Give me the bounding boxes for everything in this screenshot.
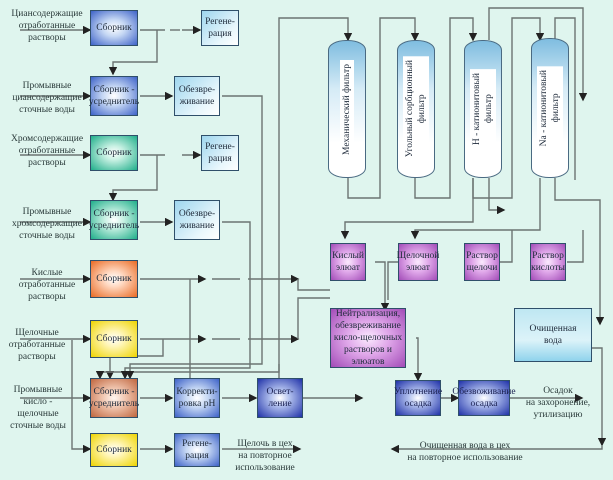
box-regeneration-cyanide: Регене- рация	[201, 10, 239, 46]
flow-line	[410, 178, 541, 240]
box-neutralization-chrome: Обезвре- живание	[174, 200, 220, 240]
box-regeneration-chrome: Регене- рация	[201, 135, 239, 171]
flow-line	[567, 230, 584, 263]
box-collector-alkali: Сборник	[90, 320, 138, 358]
box-ph-correction: Корректи- ровка рН	[174, 378, 220, 418]
box-equalizer-chrome: Сборник - усреднитель	[89, 200, 139, 240]
box-acid-solution: Раствор кислоты	[530, 243, 566, 281]
flow-line	[108, 155, 158, 202]
column-mechanical-filter: Механический фильтр	[328, 40, 366, 178]
box-equalizer-acid-alkali: Сборник - усреднитель	[89, 378, 139, 418]
flow-line	[125, 300, 263, 380]
flow-line	[500, 230, 513, 263]
column-carbon-filter: Угольный сорбционный фильтр	[397, 40, 435, 178]
flow-line	[390, 444, 603, 454]
box-collector-chrome: Сборник	[90, 135, 138, 171]
output-water-reuse-label: Очищенная вода в цех на повторное исполь…	[407, 441, 523, 463]
flow-line	[590, 347, 607, 447]
box-clean-water: Очищенная вода	[514, 308, 592, 362]
flow-line	[297, 297, 330, 339]
column-na-cation-filter: Na - катионитовый фильтр	[531, 38, 569, 178]
flow-line	[375, 261, 390, 312]
flow-line	[554, 17, 576, 180]
output-alkali-reuse-label: Щелочь в цех на повторное использование	[235, 439, 295, 473]
column-h-cation-filter: Н - катионитовый фильтр	[464, 40, 502, 178]
input-acid-spent-label: Кислые отработанные растворы	[18, 268, 76, 302]
flow-line	[297, 279, 330, 291]
box-collector-alkali-regen: Сборник	[90, 433, 138, 467]
flow-line	[554, 178, 605, 326]
box-acid-eluate: Кислый элюат	[330, 243, 366, 281]
flow-line	[340, 178, 474, 240]
box-neutralization-cyanide: Обезвре- живание	[174, 76, 220, 116]
flow-line	[347, 17, 420, 199]
flow-line	[108, 30, 158, 76]
flow-line	[413, 337, 423, 382]
flow-line	[278, 17, 353, 255]
box-equalizer-cyanide: Сборник - усреднитель	[89, 76, 139, 116]
box-sludge-dewatering: Обезвоживание осадка	[452, 380, 516, 416]
flow-line	[71, 340, 92, 454]
box-sludge-thickening: Уплотнение осадка	[394, 380, 442, 416]
input-cyanide-rinse-label: Промывные циансодержащие сточные воды	[12, 81, 82, 115]
flow-line	[120, 300, 251, 380]
input-chrome-rinse-label: Промывные хромсодержащие сточные воды	[12, 207, 82, 241]
flow-line	[387, 261, 400, 300]
input-chrome-spent-label: Хромсодержащие отработанные растворы	[10, 134, 84, 168]
flow-line	[488, 178, 506, 215]
box-regeneration-alkali: Регене- рация	[174, 433, 220, 467]
box-clarification: Освет- ление	[257, 378, 303, 418]
flow-line	[222, 221, 251, 300]
box-neutralization-main: Нейтрализация, обезвреживание кисло-щело…	[330, 308, 406, 368]
box-alkali-eluate: Щелочной элюат	[397, 243, 439, 281]
output-sludge-label: Осадок на захоронение, утилизацию	[525, 386, 591, 420]
input-acid-alkali-rinse-label: Промывные кисло - щелочные сточные воды	[10, 385, 66, 431]
flow-line	[488, 7, 588, 102]
input-alkali-spent-label: Щелочные отработанные растворы	[8, 328, 66, 362]
flow-line	[222, 95, 263, 300]
input-cyanide-spent-label: Циансодержащие отработанные растворы	[11, 9, 83, 43]
box-alkali-solution: Раствор щелочи	[464, 243, 500, 281]
flow-line	[414, 17, 478, 199]
box-collector-acid: Сборник	[90, 260, 138, 298]
box-collector-cyanide: Сборник	[90, 10, 138, 46]
